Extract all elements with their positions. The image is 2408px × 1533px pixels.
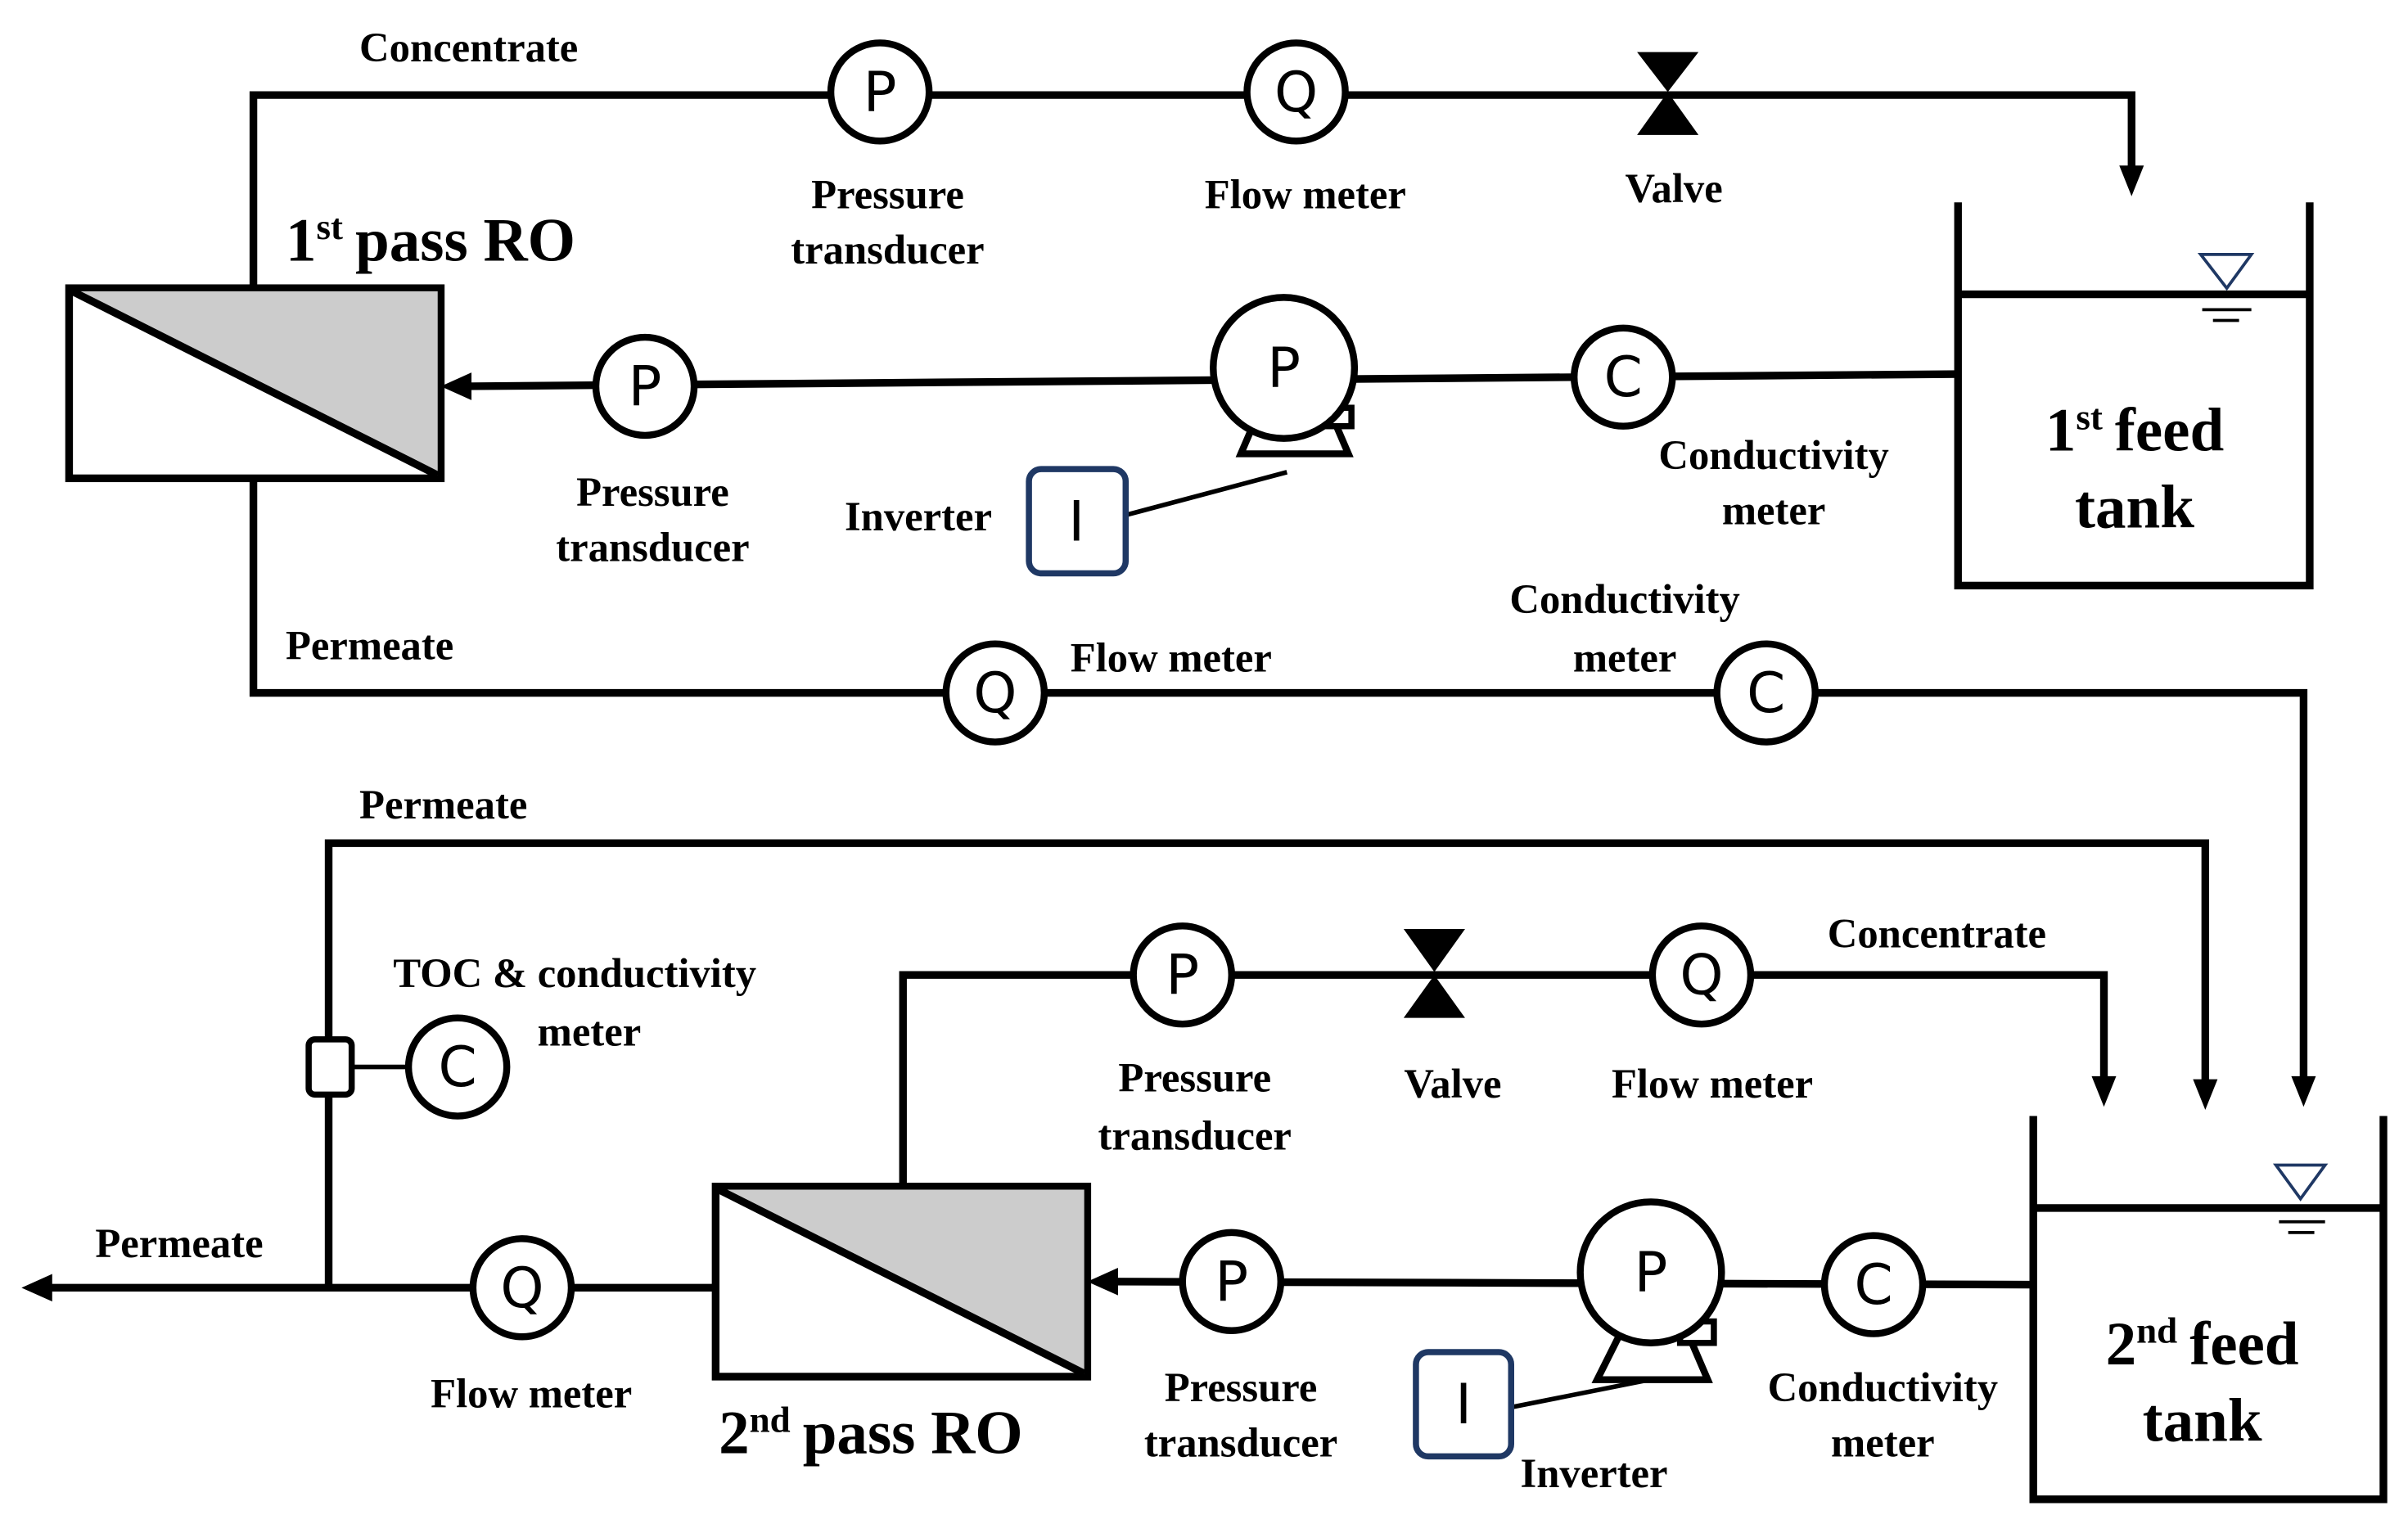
stage1-tank-label-2: tank [2075, 473, 2194, 541]
stage1-feed-conductivity-meter [1570, 324, 1676, 430]
stage1-water-level-icon [2197, 253, 2255, 291]
stage2-perm-flow-meter [469, 1235, 575, 1341]
stage2-feed-pressure-symbol: P [1215, 1249, 1248, 1314]
stage2-feed-conductivity-symbol: C [1854, 1252, 1892, 1317]
stage2-inverter-symbol: I [1455, 1372, 1472, 1436]
stage2-inverter-label: Inverter [1521, 1450, 1668, 1496]
stage2-conc-pressure-label-2: transducer [1098, 1113, 1292, 1159]
stage1-permeate-pipe [249, 478, 2308, 1092]
stage1-feed-conductivity-label-2: meter [1722, 488, 1826, 534]
stage2-feed-arrow [1087, 1267, 1118, 1296]
stage2-conc-flow-meter [1648, 922, 1755, 1028]
stage1-conc-pressure-label-2: transducer [791, 227, 984, 273]
stage2-toc-label-2: meter [538, 1008, 642, 1054]
stage2-inverter [1413, 1349, 1515, 1460]
stage1-feed-arrow [440, 372, 472, 400]
stage1-feed-conductivity-symbol: C [1604, 345, 1643, 409]
stage2-feed-conductivity-label-2: meter [1831, 1419, 1935, 1465]
stage2-pump-icon [1576, 1198, 1725, 1383]
stage2-pump-symbol: P [1635, 1240, 1668, 1305]
stage2-toc-sensor [305, 1036, 355, 1098]
stage2-valve-icon [1403, 929, 1465, 1018]
stage2-toc-label-1: TOC & conductivity [393, 950, 756, 996]
stage1-inverter-label: Inverter [845, 494, 992, 539]
stage1-pump-icon [1210, 294, 1359, 458]
stage1-perm-conductivity-label-1: Conductivity [1509, 576, 1739, 622]
stage2-conc-pressure-transducer [1130, 922, 1235, 1028]
stage1-feed-pressure-transducer [592, 333, 698, 440]
stage1-conc-pressure-label-1: Pressure [811, 172, 964, 218]
stage1-feed-pipe [460, 370, 1959, 390]
stage1-inverter-symbol: I [1068, 489, 1085, 553]
stage2-toc-conductivity-meter [404, 1014, 511, 1120]
stage2-permeate-out-arrow [21, 1274, 52, 1302]
stage1-feed-pressure-symbol: P [629, 354, 662, 419]
stage1-feed-tank [1954, 202, 2314, 590]
stage2-feed-conductivity-meter [1820, 1232, 1927, 1337]
stage1-conc-flow-symbol: Q [1274, 60, 1318, 124]
stage2-feed-tank [2029, 1116, 2388, 1504]
stage2-permeate-return-label: Permeate [359, 782, 527, 827]
stage2-feed-pressure-label-1: Pressure [1165, 1364, 1318, 1410]
stage1-conc-flow-meter [1243, 39, 1349, 145]
stage2-ro-membrane [711, 1183, 1092, 1381]
stage2-concentrate-label: Concentrate [1828, 911, 2046, 957]
stage1-perm-flow-symbol: Q [973, 661, 1017, 725]
stage2-permeate-return-arrow [2193, 1079, 2218, 1111]
stage2-tank-label-2: tank [2143, 1387, 2262, 1455]
stage2-water-level-icon [2272, 1163, 2329, 1202]
stage1-feed-pressure-label-1: Pressure [576, 469, 729, 515]
stage1-valve-icon [1637, 52, 1699, 135]
stage2-concentrate-pipe [899, 971, 2108, 1187]
stage1-perm-conductivity-symbol: C [1747, 661, 1785, 725]
stage2-feed-conductivity-label-1: Conductivity [1768, 1364, 1998, 1410]
stage1-perm-conductivity-meter [1713, 640, 1819, 746]
stage1-concentrate-label: Concentrate [359, 25, 578, 70]
stage1-feed-pressure-label-2: transducer [556, 525, 749, 570]
stage2-toc-symbol: C [439, 1035, 477, 1099]
stage2-feed-pressure-transducer [1179, 1229, 1285, 1334]
stage1-perm-flow-meter [942, 640, 1048, 746]
stage2-conc-pressure-symbol: P [1166, 943, 1199, 1008]
stage2-perm-flow-label: Flow meter [431, 1370, 632, 1416]
stage1-ro-membrane [65, 284, 445, 483]
stage1-conc-pressure-transducer [827, 39, 933, 145]
stage1-pump-symbol: P [1267, 336, 1301, 400]
stage1-concentrate-pipe [249, 91, 2135, 289]
stage1-permeate-label: Permeate [286, 622, 453, 668]
stage2-permeate-out-label: Permeate [95, 1220, 263, 1266]
stage-2: Permeate C TOC & conductivity meter Perm… [21, 782, 2388, 1504]
stage1-concentrate-arrow [2119, 165, 2144, 196]
stage1-conc-flow-label: Flow meter [1205, 172, 1406, 218]
stage2-conc-flow-label: Flow meter [1612, 1061, 1813, 1107]
stage2-perm-flow-symbol: Q [500, 1256, 543, 1320]
stage2-concentrate-arrow [2091, 1075, 2117, 1107]
stage2-valve-label: Valve [1404, 1061, 1501, 1107]
stage1-inverter-signal [1125, 470, 1288, 518]
stage1-perm-conductivity-label-2: meter [1573, 634, 1677, 680]
stage2-conc-pressure-label-1: Pressure [1118, 1055, 1271, 1101]
stage2-inverter-signal [1510, 1377, 1650, 1410]
stage1-conc-pressure-symbol: P [864, 60, 897, 124]
stage1-inverter [1026, 466, 1130, 577]
stage1-permeate-arrow [2291, 1075, 2316, 1107]
stage1-feed-conductivity-label-1: Conductivity [1658, 432, 1888, 478]
stage1-valve-label: Valve [1626, 165, 1723, 211]
stage1-perm-flow-label: Flow meter [1071, 634, 1272, 680]
stage2-conc-flow-symbol: Q [1680, 943, 1723, 1008]
stage2-feed-pressure-label-2: transducer [1144, 1419, 1337, 1465]
